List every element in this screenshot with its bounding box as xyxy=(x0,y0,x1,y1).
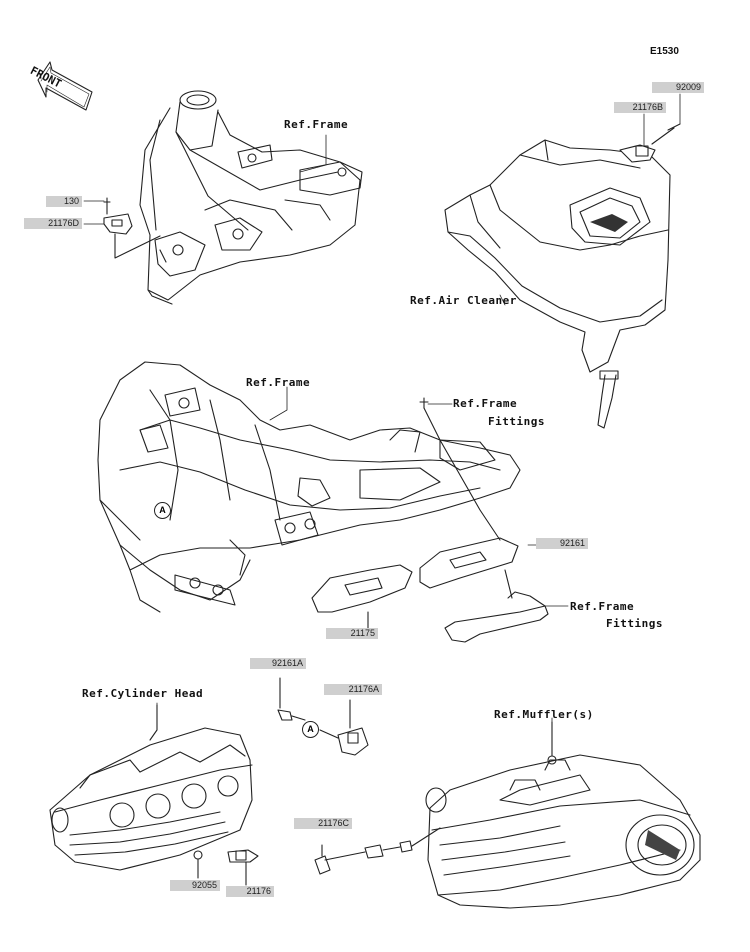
ref-frame-mid-label: Ref.Frame xyxy=(246,376,311,389)
part-tag-130[interactable]: 130 xyxy=(46,196,82,207)
muffler-drawing xyxy=(425,721,701,909)
ref-frame-fittings-1-sub-label: Fittings xyxy=(488,415,545,428)
part-tag-92161a[interactable]: 92161A xyxy=(250,658,306,669)
main-frame-drawing xyxy=(97,361,521,613)
upper-frame-drawing xyxy=(139,90,363,305)
ref-frame-fittings-2-sub-label: Fittings xyxy=(606,617,663,630)
part-tag-92161[interactable]: 92161 xyxy=(536,538,588,549)
frame-fitting-plate-drawing xyxy=(444,569,549,643)
part-tag-21176[interactable]: 21176 xyxy=(226,886,274,897)
ref-air-cleaner-label: Ref.Air Cleaner xyxy=(410,294,517,307)
front-arrow-icon xyxy=(37,61,93,111)
cylinder-head-drawing xyxy=(49,704,253,871)
air-cleaner-drawing xyxy=(444,123,681,429)
part-tag-21175[interactable]: 21175 xyxy=(326,628,378,639)
diagram-code: E1530 xyxy=(650,46,679,57)
ref-frame-fittings-2-label: Ref.Frame xyxy=(570,600,635,613)
ref-muffler-label: Ref.Muffler(s) xyxy=(494,708,594,721)
part-tag-21176a[interactable]: 21176A xyxy=(324,684,382,695)
sensor-21176c-drawing xyxy=(314,827,441,875)
ref-cylinder-head-label: Ref.Cylinder Head xyxy=(82,687,204,700)
bracket-92161-drawing xyxy=(419,397,519,589)
sensor-21176-drawing xyxy=(193,849,259,886)
callout-a-frame: A xyxy=(154,502,171,519)
part-tag-92009[interactable]: 92009 xyxy=(652,82,704,93)
callout-a-sensor: A xyxy=(302,721,319,738)
part-tag-21176d[interactable]: 21176D xyxy=(24,218,82,229)
cover-21175-drawing xyxy=(311,564,413,629)
ref-frame-top-label: Ref.Frame xyxy=(284,118,349,131)
leader-lines xyxy=(83,93,681,757)
sensor-21176a-drawing xyxy=(277,677,369,756)
part-tag-21176b[interactable]: 21176B xyxy=(614,102,666,113)
sensor-21176d-drawing xyxy=(103,197,161,259)
part-tag-21176c[interactable]: 21176C xyxy=(294,818,352,829)
ref-frame-fittings-1-label: Ref.Frame xyxy=(453,397,518,410)
part-tag-92055[interactable]: 92055 xyxy=(170,880,220,891)
